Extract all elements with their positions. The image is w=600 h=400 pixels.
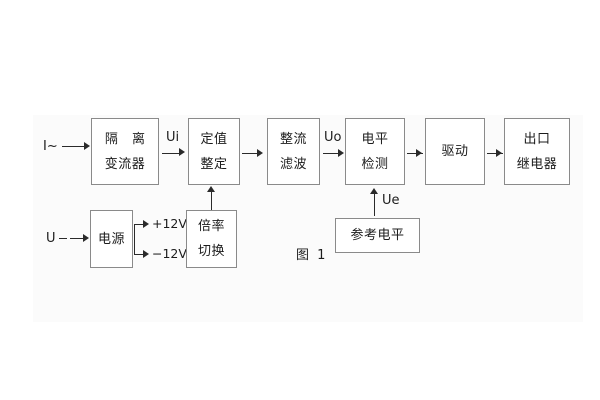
arrowhead-drive-to-relay-icon (496, 149, 502, 157)
block-level-detect[interactable]: 电平 检测 (345, 118, 405, 185)
block-rectify-filter-line2: 滤波 (279, 156, 307, 172)
block-rectify-filter-line1: 整流 (279, 131, 307, 147)
block-rectify-filter[interactable]: 整流 滤波 (267, 118, 320, 185)
arrowhead-power-rail-pos-icon (143, 220, 149, 228)
arrowhead-rectify-to-level-icon (338, 149, 344, 157)
block-drive-line1: 驱动 (441, 144, 469, 159)
arrowhead-reference-to-level-icon (370, 188, 378, 194)
block-setting-value[interactable]: 定值 整定 (188, 118, 240, 185)
signal-neg12v-label: −12V (152, 246, 187, 261)
block-level-detect-line1: 电平 (361, 131, 389, 147)
block-setting-value-line1: 定值 (200, 131, 228, 147)
connector-rectify-to-level (323, 153, 340, 154)
block-ratio-switch-line1: 倍率 (197, 219, 225, 234)
block-reference-level[interactable]: 参考电平 (335, 218, 420, 253)
block-isolation-ct[interactable]: 隔 离 变流器 (91, 118, 159, 185)
arrowhead-isolation-to-setting-icon (179, 148, 185, 156)
connector-isolation-to-setting (162, 153, 180, 154)
block-ratio-switch-line2: 切换 (197, 244, 225, 259)
connector-current-to-isolation (62, 146, 86, 147)
signal-uo-label: Uo (324, 130, 342, 145)
connector-power-rail-bus (134, 224, 135, 254)
block-level-detect-line2: 检测 (361, 156, 389, 172)
input-voltage-label: U (46, 231, 56, 246)
connector-voltage-to-power (70, 238, 86, 239)
input-current-label: I~ (43, 139, 58, 154)
block-output-relay[interactable]: 出口 继电器 (504, 118, 570, 185)
connector-power-rail-neg (134, 254, 146, 255)
block-setting-value-line2: 整定 (200, 156, 228, 172)
block-isolation-ct-line2: 变流器 (104, 156, 146, 172)
block-power-supply-line1: 电源 (97, 231, 125, 247)
connector-drive-to-relay (487, 153, 503, 154)
connector-level-to-drive (407, 153, 423, 154)
arrowhead-power-rail-neg-icon (143, 250, 149, 258)
block-power-supply[interactable]: 电源 (90, 210, 133, 268)
block-ratio-switch[interactable]: 倍率 切换 (186, 210, 237, 268)
block-reference-level-line1: 参考电平 (350, 228, 405, 243)
figure-caption: 图 1 (296, 248, 328, 263)
signal-ue-label: Ue (382, 193, 400, 208)
connector-ratio-to-setting (211, 192, 212, 210)
arrowhead-current-to-isolation-icon (84, 142, 90, 150)
connector-voltage-dash (59, 238, 67, 239)
signal-pos12v-label: +12V (152, 216, 187, 231)
connector-reference-to-level (374, 194, 375, 216)
connector-power-rail-pos (134, 224, 146, 225)
connector-setting-to-rectify (242, 153, 259, 154)
arrowhead-setting-to-rectify-icon (257, 149, 263, 157)
arrowhead-voltage-to-power-icon (83, 234, 89, 242)
block-output-relay-line1: 出口 (523, 131, 551, 147)
block-drive[interactable]: 驱动 (425, 118, 485, 185)
arrowhead-ratio-to-setting-icon (207, 186, 215, 192)
block-output-relay-line2: 继电器 (516, 156, 558, 172)
signal-ui-label: Ui (166, 130, 180, 145)
arrowhead-level-to-drive-icon (416, 149, 422, 157)
block-isolation-ct-line1: 隔 离 (104, 131, 151, 147)
